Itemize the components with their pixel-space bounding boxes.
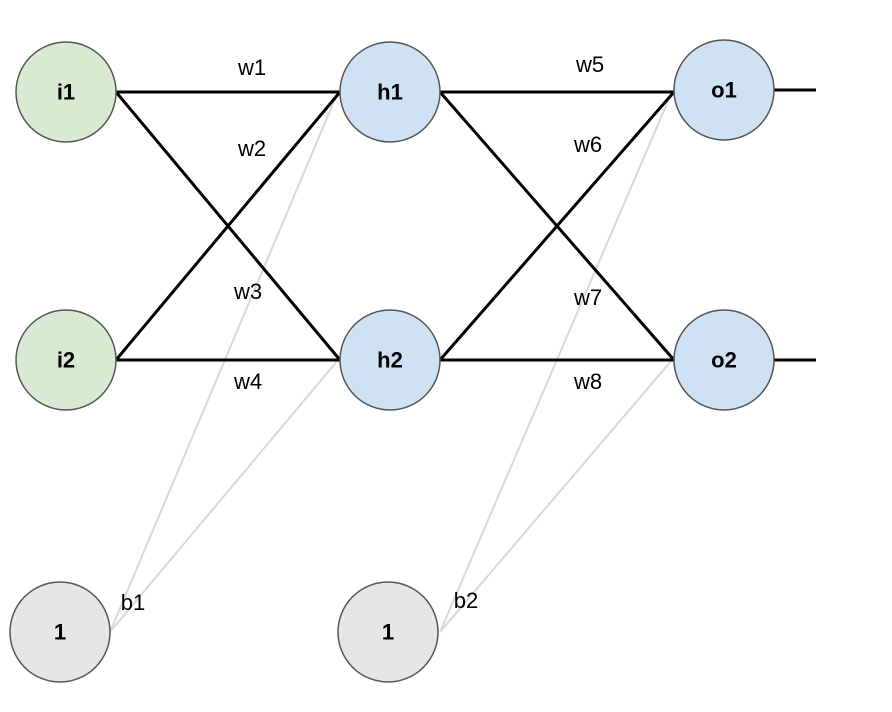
- weight-label-w2: w2: [237, 136, 266, 161]
- node-h2-circle: [339, 309, 441, 411]
- node-i2-circle: [15, 309, 117, 411]
- node-h2-label: h2: [377, 348, 403, 373]
- node-i2: i2: [15, 309, 117, 411]
- node-o1-label: o1: [711, 78, 737, 103]
- node-h1-label: h1: [377, 80, 403, 105]
- edge-b2-o1: [439, 91, 673, 633]
- bias-label-b2: b2: [454, 588, 478, 613]
- bias-label-b1: b1: [121, 590, 145, 615]
- node-h2: h2: [339, 309, 441, 411]
- bias-labels: b1 b2: [121, 588, 478, 615]
- node-h1-circle: [339, 41, 441, 143]
- edge-b1-h1: [109, 91, 339, 633]
- node-bias-1: 1: [9, 581, 111, 683]
- node-o1: o1: [673, 39, 775, 141]
- node-i1-label: i1: [57, 80, 75, 105]
- node-bias-2-label: 1: [382, 620, 394, 645]
- weight-label-w8: w8: [573, 369, 602, 394]
- node-o1-circle: [673, 39, 775, 141]
- node-bias-1-label: 1: [54, 620, 66, 645]
- weight-labels: w1 w2 w3 w4 w5 w6 w7 w8: [233, 52, 604, 394]
- edge-b1-h2: [109, 359, 339, 633]
- node-i1-circle: [15, 41, 117, 143]
- weight-label-w1: w1: [237, 55, 266, 80]
- edge-i2-h1: [114, 91, 342, 361]
- bias-edges: [109, 91, 673, 633]
- node-h1: h1: [339, 41, 441, 143]
- node-bias-1-circle: [9, 581, 111, 683]
- edge-b2-o2: [439, 359, 673, 633]
- weight-label-w4: w4: [233, 369, 262, 394]
- node-bias-2: 1: [337, 581, 439, 683]
- node-bias-2-circle: [337, 581, 439, 683]
- edge-h2-o1: [438, 91, 676, 361]
- node-i1: i1: [15, 41, 117, 143]
- weight-label-w7: w7: [573, 285, 602, 310]
- node-o2: o2: [673, 309, 775, 411]
- weight-edges: [114, 88, 816, 362]
- weight-label-w5: w5: [575, 52, 604, 77]
- node-i2-label: i2: [57, 348, 75, 373]
- weight-label-w6: w6: [573, 132, 602, 157]
- node-o2-circle: [673, 309, 775, 411]
- weight-label-w3: w3: [233, 279, 262, 304]
- node-o2-label: o2: [711, 348, 737, 373]
